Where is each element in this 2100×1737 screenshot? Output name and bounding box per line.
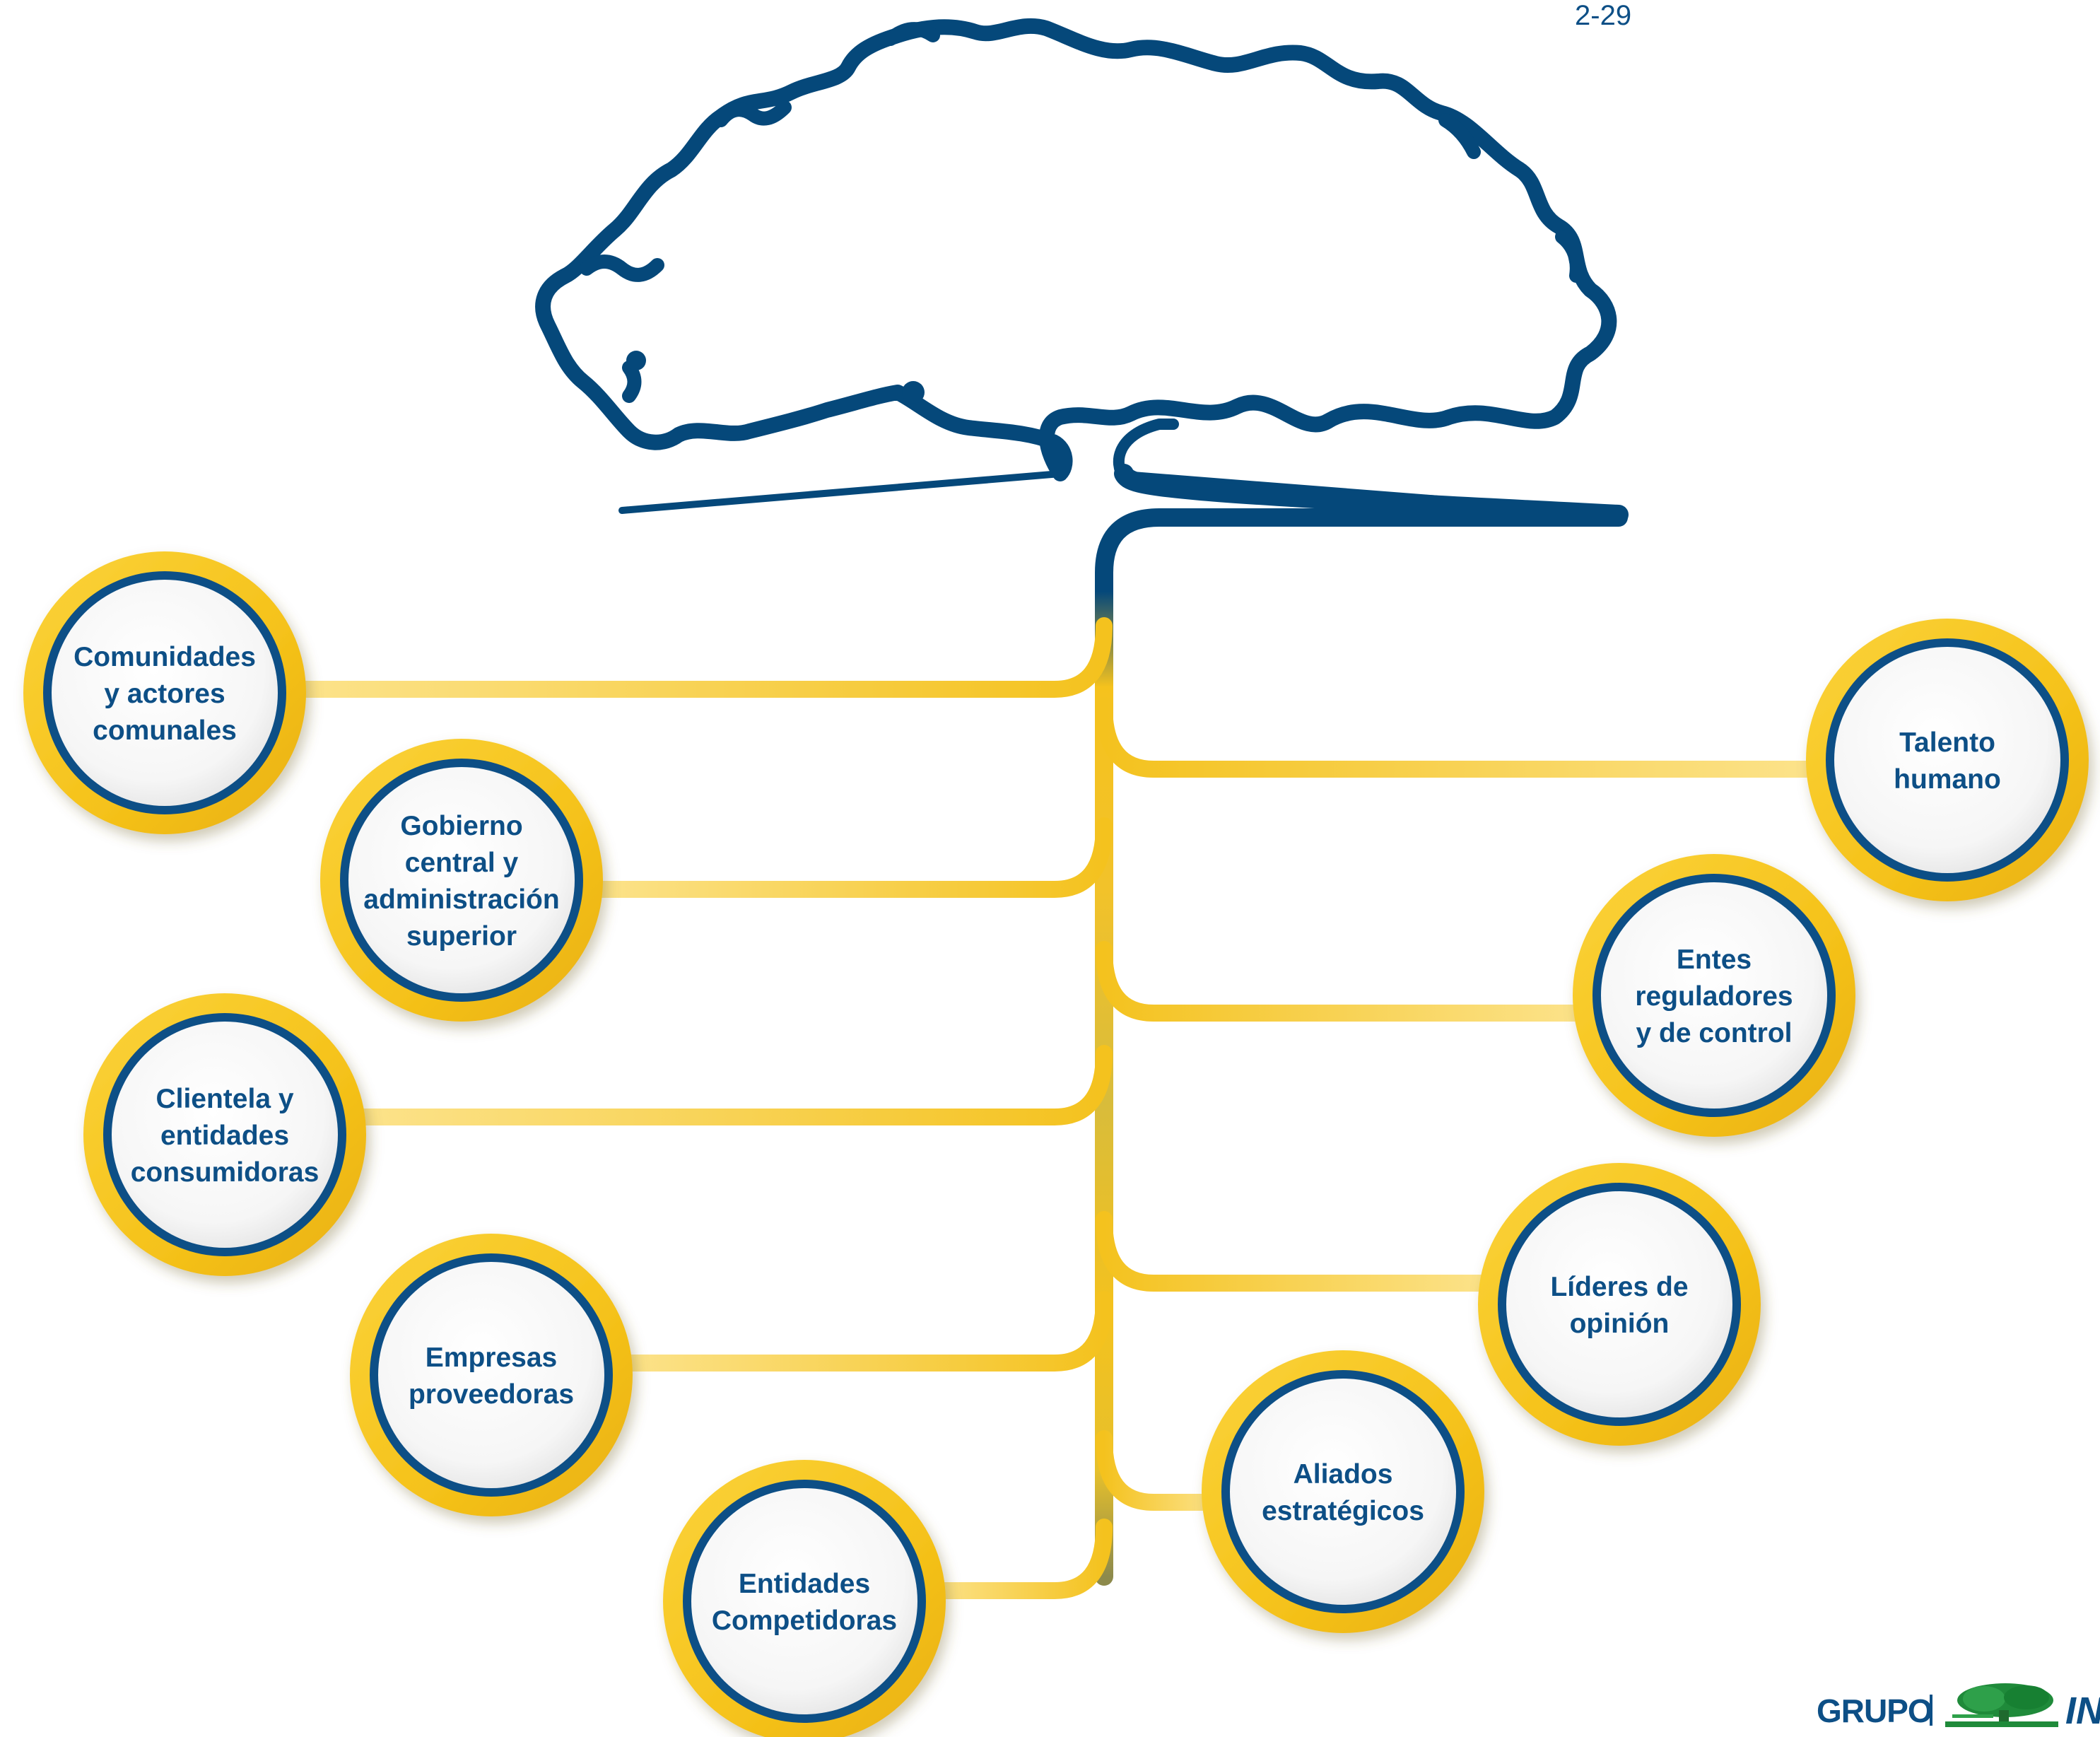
node-label-line: Clientela y [156, 1084, 293, 1114]
node-label-line: Entes [1677, 944, 1752, 975]
branch-entidades [923, 1519, 1113, 1599]
node-label-line: consumidoras [131, 1157, 319, 1188]
node-center [378, 1262, 604, 1488]
node-label-line: superior [406, 921, 517, 952]
node-label-line: comunales [93, 715, 237, 746]
branch-talento [1096, 697, 1829, 778]
node-center [1506, 1191, 1732, 1417]
node-center [1230, 1379, 1456, 1605]
stakeholder-node-empresas: Empresas proveedoras [350, 1234, 633, 1516]
node-label-line: y actores [104, 679, 225, 709]
node-label-line: estratégicos [1262, 1496, 1424, 1526]
gri-code: 2-29 [1575, 0, 1632, 31]
stakeholder-node-comunidades: Comunidades y actores comunales [23, 551, 306, 834]
node-center [1834, 647, 2060, 873]
node-label-line: reguladores [1635, 981, 1793, 1012]
stakeholder-node-clientela: Clientela y entidades consumidoras [83, 993, 366, 1276]
logo-brand: INS [2065, 1690, 2100, 1732]
node-label-line: Gobierno [400, 811, 522, 841]
node-label-line: Empresas [426, 1343, 557, 1373]
logo-separator [1930, 1695, 1932, 1726]
node-center [348, 767, 575, 993]
logo-word: GRUPO [1817, 1692, 1933, 1729]
node-center [691, 1488, 917, 1714]
grupo-ins-logo: GRUPO INS [1817, 1679, 2100, 1737]
tree-crown-outline [535, 18, 1629, 525]
node-label-line: Comunidades [74, 642, 256, 672]
branch-aliados [1096, 1430, 1224, 1511]
node-center [112, 1022, 338, 1248]
stakeholder-node-gobierno: Gobierno central y administración superior [320, 739, 603, 1022]
node-label-line: Entidades [739, 1569, 870, 1599]
branch-gobierno [580, 817, 1113, 898]
trunk-line [1095, 508, 1628, 1586]
node-label-line: opinión [1570, 1309, 1670, 1339]
stakeholder-node-talento: Talento humano [1806, 619, 2089, 901]
node-label-line: proveedoras [409, 1379, 574, 1410]
branch-empresas [610, 1291, 1113, 1372]
node-label-line: humano [1894, 764, 2001, 795]
node-label-line: Talento [1899, 727, 1995, 758]
node-label-line: y de control [1636, 1018, 1792, 1048]
node-label-line: Aliados [1294, 1459, 1393, 1490]
branch-comunidades [283, 617, 1113, 698]
node-center [52, 580, 278, 806]
branch-lideres [1096, 1211, 1501, 1292]
node-label-line: Líderes de [1550, 1272, 1688, 1302]
node-label-line: administración [363, 884, 559, 915]
node-label-line: entidades [160, 1121, 289, 1151]
node-center [1601, 882, 1827, 1109]
branch-lines [283, 617, 1829, 1599]
branch-entes [1096, 941, 1595, 1022]
tree-logo-icon [1945, 1683, 2058, 1727]
stakeholder-node-lideres: Líderes de opinión [1478, 1163, 1761, 1446]
stakeholder-node-entes: Entes reguladores y de control [1573, 854, 1855, 1137]
node-label-line: central y [405, 848, 519, 878]
stakeholder-node-aliados: Aliados estratégicos [1202, 1350, 1484, 1633]
node-label-line: Competidoras [712, 1606, 897, 1636]
branch-clientela [344, 1045, 1113, 1125]
